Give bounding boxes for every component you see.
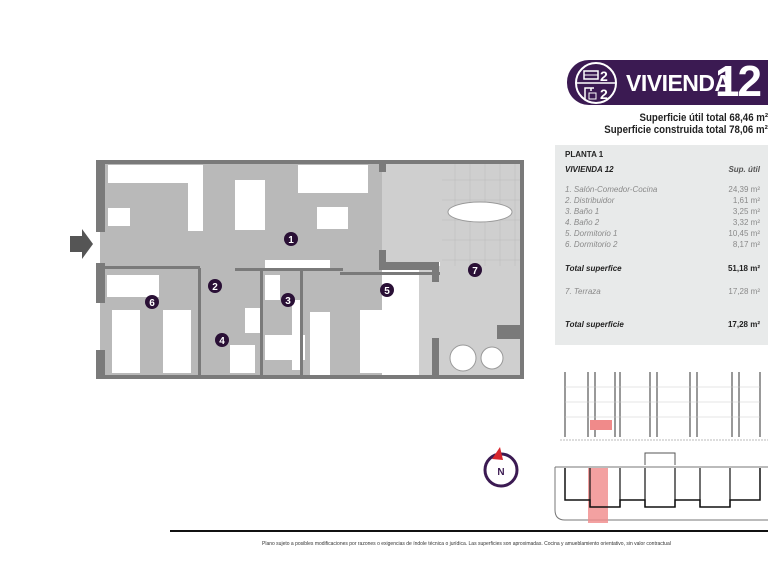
disclaimer: Plano sujeto a posibles modificaciones p… [262,541,671,547]
terrace-name: 7. Terraza [565,287,601,296]
useful-area: Superficie útil total 68,46 m² [639,112,768,124]
floor-plan: 1 2 3 4 5 6 7 [70,160,524,379]
room-area: 3,25 m² [732,207,760,216]
room-name: 6. Dormitorio 2 [565,240,618,249]
room-area: 24,39 m² [728,185,760,194]
col-header: Sup. útil [728,165,760,174]
room-area: 10,45 m² [728,229,760,238]
svg-text:4: 4 [219,336,225,347]
footer-divider [170,530,768,532]
svg-text:2: 2 [212,282,218,293]
area-table: PLANTA 1 VIVIENDA 12 Sup. útil 1. Salón-… [555,145,768,345]
building-elevation [560,372,768,441]
svg-text:N: N [497,467,504,478]
svg-text:3: 3 [285,296,291,307]
room-name: 5. Dormitorio 1 [565,229,618,238]
building-plan [554,452,768,523]
room-label-4: 4 [215,333,229,347]
room-area: 1,61 m² [732,196,760,205]
svg-text:5: 5 [384,286,390,297]
room-label-6: 6 [145,295,159,309]
total-label: Total superfice [565,264,622,273]
room-name: 1. Salón-Comedor-Cocina [565,185,658,194]
unit-highlight [588,468,608,523]
shower-icon [584,87,597,100]
unit-number: 12 [715,57,762,106]
room-label-2: 2 [208,279,222,293]
svg-text:1: 1 [288,235,294,246]
room-name: 2. Distribuidor [565,196,615,205]
entrance-arrow-icon [70,229,93,259]
bed-icon [583,70,599,80]
unit-title: VIVIENDA [626,70,731,96]
floor-label: PLANTA 1 [565,150,604,159]
room-area: 8,17 m² [732,240,760,249]
total2-label: Total superficie [565,320,624,329]
room-label-3: 3 [281,293,295,307]
total2-value: 17,28 m² [727,320,760,329]
room-name: 3. Baño 1 [565,207,600,216]
unit-label: VIVIENDA 12 [565,165,614,174]
compass-icon: N [483,447,519,488]
built-area: Superficie construida total 78,06 m² [604,124,768,136]
room-name: 4. Baño 2 [565,218,600,227]
total-value: 51,18 m² [727,264,760,273]
unit-highlight [590,420,612,430]
room-label-7: 7 [468,263,482,277]
svg-text:7: 7 [472,266,478,277]
bedroom-count: 2 [600,68,608,84]
room-area: 3,32 m² [732,218,760,227]
svg-text:6: 6 [149,298,155,309]
rooms-badge: 2 2 [575,62,617,104]
terrace-area: 17,28 m² [728,287,760,296]
room-label-5: 5 [380,283,394,297]
room-label-1: 1 [284,232,298,246]
bathroom-count: 2 [600,86,608,102]
